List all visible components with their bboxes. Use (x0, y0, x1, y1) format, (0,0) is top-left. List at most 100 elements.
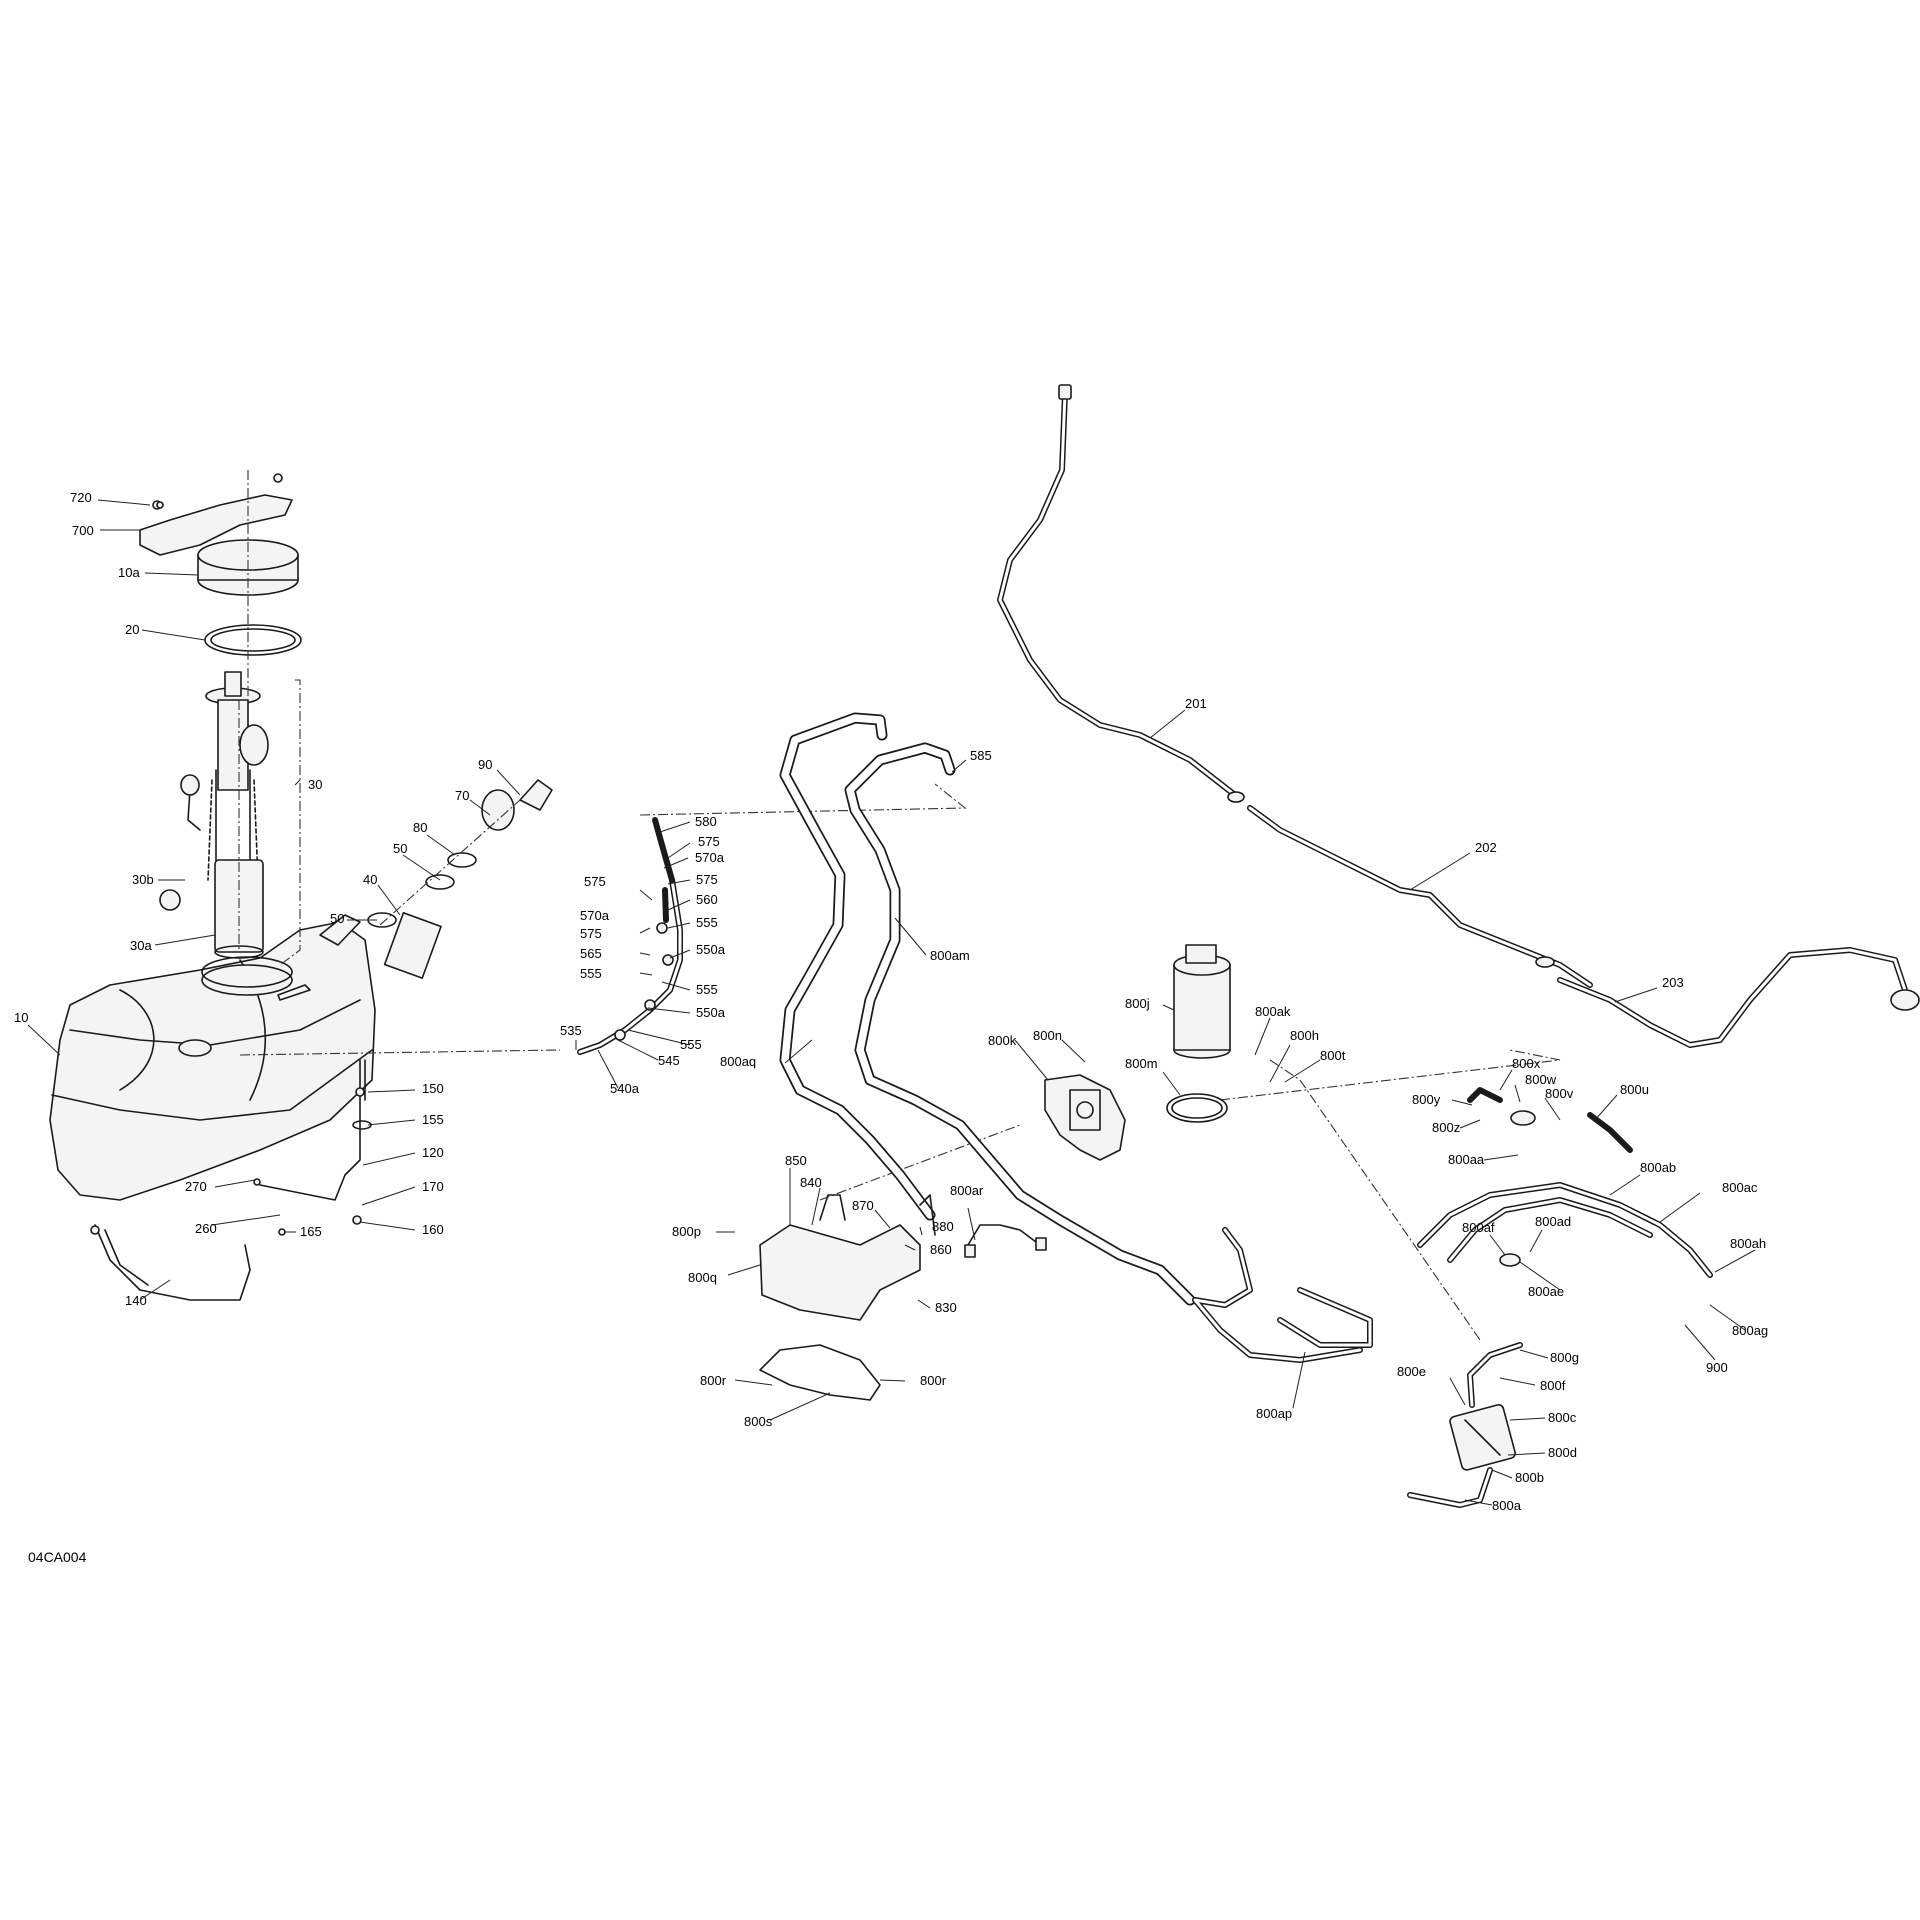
wiring-800ar (964, 1224, 1047, 1258)
callout-10: 10 (14, 1010, 28, 1025)
callout-800e: 800e (1397, 1364, 1426, 1379)
callout-labels: 720 700 10a 20 30 30b 30a 10 90 70 80 50… (14, 490, 1768, 1513)
callout-203: 203 (1662, 975, 1684, 990)
callout-800ab: 800ab (1640, 1160, 1676, 1175)
callout-800ad: 800ad (1535, 1214, 1571, 1229)
callout-800s: 800s (744, 1414, 773, 1429)
bracket-800q (759, 1194, 936, 1401)
callout-30a: 30a (130, 938, 152, 953)
callout-880: 880 (932, 1219, 954, 1234)
callout-800v: 800v (1545, 1086, 1574, 1101)
fuel-pump-800c (1407, 1342, 1523, 1508)
callout-160: 160 (422, 1222, 444, 1237)
callout-545: 545 (658, 1053, 680, 1068)
callout-30: 30 (308, 777, 322, 792)
callout-800m: 800m (1125, 1056, 1158, 1071)
callout-550a-upper: 550a (696, 942, 726, 957)
callout-50-lower: 50 (330, 911, 344, 926)
callout-800ak: 800ak (1255, 1004, 1291, 1019)
callout-570a-upper: 570a (695, 850, 725, 865)
fuel-pump-module-30 (159, 671, 269, 959)
callout-165: 165 (300, 1224, 322, 1239)
callout-800aa: 800aa (1448, 1152, 1485, 1167)
valve-assembly-800k (1044, 1074, 1126, 1161)
hardware (156, 501, 365, 1236)
callout-800r-left: 800r (700, 1373, 727, 1388)
callout-575-a: 575 (698, 834, 720, 849)
callout-202: 202 (1475, 840, 1497, 855)
callout-800j: 800j (1125, 996, 1150, 1011)
callout-870: 870 (852, 1198, 874, 1213)
callout-170: 170 (422, 1179, 444, 1194)
callout-850: 850 (785, 1153, 807, 1168)
callout-720: 720 (70, 490, 92, 505)
callout-800z: 800z (1432, 1120, 1460, 1135)
callout-155: 155 (422, 1112, 444, 1127)
callout-201: 201 (1185, 696, 1207, 711)
fuel-line-203 (1557, 947, 1920, 1048)
hose-800am (844, 742, 1196, 1306)
fuel-line-201 (997, 384, 1245, 803)
callout-540a: 540a (610, 1081, 640, 1096)
callout-30b: 30b (132, 872, 154, 887)
hose-800ap (1192, 1227, 1373, 1363)
tank-strap-140 (90, 1224, 251, 1301)
callout-800d: 800d (1548, 1445, 1577, 1460)
callout-70: 70 (455, 788, 469, 803)
callout-555-d: 555 (680, 1037, 702, 1052)
callout-560: 560 (696, 892, 718, 907)
canister-800j (1173, 944, 1231, 1059)
fuel-line-202 (1247, 805, 1593, 988)
callout-800n: 800n (1033, 1028, 1062, 1043)
callout-900: 900 (1706, 1360, 1728, 1375)
callout-800u: 800u (1620, 1082, 1649, 1097)
callout-800t: 800t (1320, 1048, 1346, 1063)
callout-800af: 800af (1462, 1220, 1495, 1235)
callout-800r-right: 800r (920, 1373, 947, 1388)
callout-800ae: 800ae (1528, 1284, 1564, 1299)
callout-575-d: 575 (580, 926, 602, 941)
callout-80: 80 (413, 820, 427, 835)
callout-800ag: 800ag (1732, 1323, 1768, 1338)
clamp-800m (1166, 1093, 1228, 1123)
filler-neck-parts (367, 779, 553, 979)
alignment-lines (238, 470, 1561, 1341)
callout-565: 565 (580, 946, 602, 961)
callout-575-c: 575 (696, 872, 718, 887)
callout-120: 120 (422, 1145, 444, 1160)
callout-555-a: 555 (696, 915, 718, 930)
callout-800ap: 800ap (1256, 1406, 1292, 1421)
callout-800q: 800q (688, 1270, 717, 1285)
callout-700: 700 (72, 523, 94, 538)
callout-575-b: 575 (584, 874, 606, 889)
callout-800f: 800f (1540, 1378, 1566, 1393)
callout-150: 150 (422, 1081, 444, 1096)
callout-800p: 800p (672, 1224, 701, 1239)
callout-800b: 800b (1515, 1470, 1544, 1485)
callout-800ah: 800ah (1730, 1236, 1766, 1251)
callout-830: 830 (935, 1300, 957, 1315)
callout-800a: 800a (1492, 1498, 1522, 1513)
callout-800x: 800x (1512, 1056, 1541, 1071)
callout-800w: 800w (1525, 1072, 1557, 1087)
callout-800k: 800k (988, 1033, 1017, 1048)
callout-840: 840 (800, 1175, 822, 1190)
callout-585: 585 (970, 748, 992, 763)
callout-40: 40 (363, 872, 377, 887)
callout-800ar: 800ar (950, 1183, 984, 1198)
callout-800g: 800g (1550, 1350, 1579, 1365)
callout-800c: 800c (1548, 1410, 1577, 1425)
figure-code: 04CA004 (28, 1549, 87, 1565)
callout-10a: 10a (118, 565, 140, 580)
callout-800aq: 800aq (720, 1054, 756, 1069)
callout-800h: 800h (1290, 1028, 1319, 1043)
callout-860: 860 (930, 1242, 952, 1257)
callout-800y: 800y (1412, 1092, 1441, 1107)
fuel-rail-lines (1417, 1087, 1713, 1278)
callout-800ac: 800ac (1722, 1180, 1758, 1195)
callout-leaders (27, 499, 1756, 1506)
callout-535: 535 (560, 1023, 582, 1038)
gasket-20 (204, 624, 302, 656)
callout-260: 260 (195, 1221, 217, 1236)
